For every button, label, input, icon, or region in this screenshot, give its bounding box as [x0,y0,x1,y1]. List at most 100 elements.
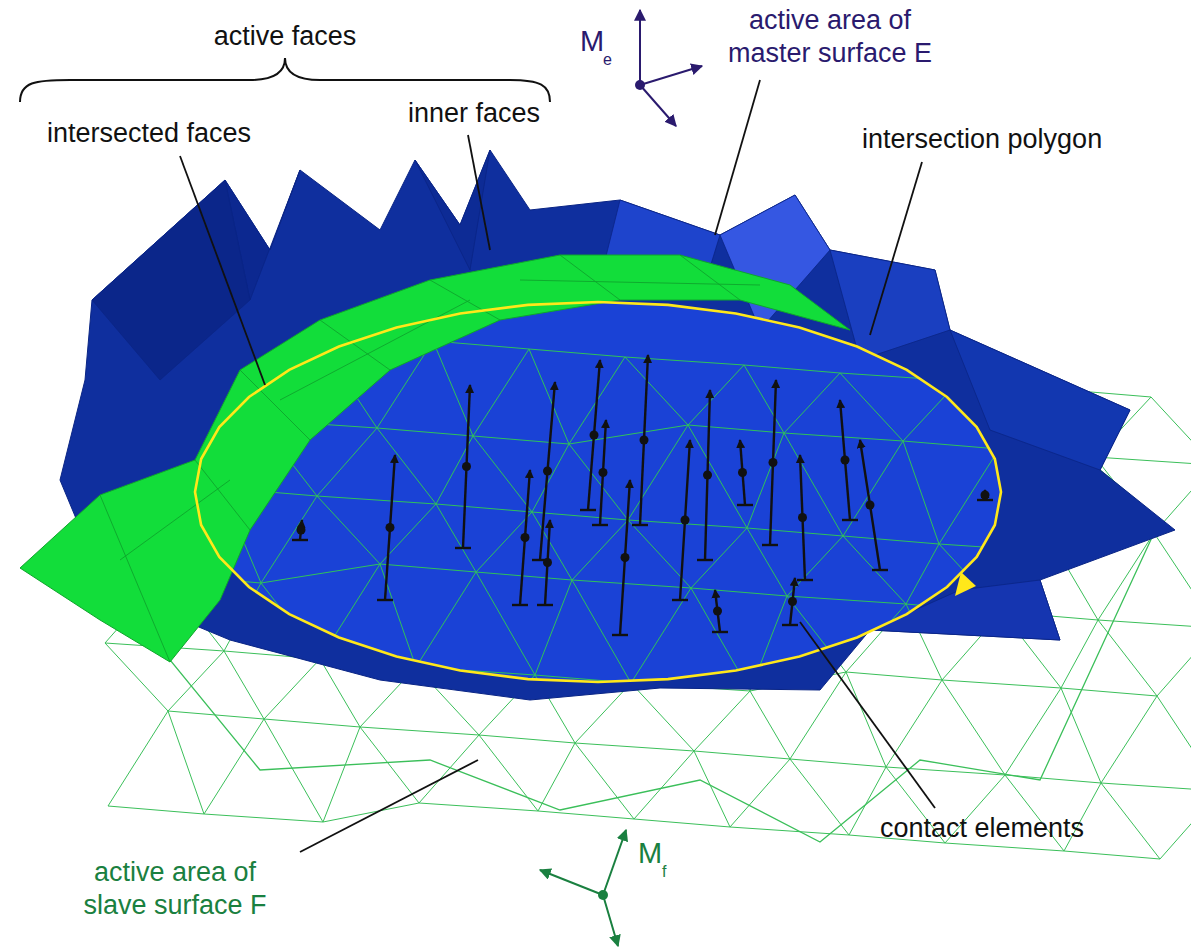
slave-edge-inner [261,583,320,659]
contact-base [292,539,308,541]
slave-edge-inner [1157,696,1191,791]
slave-edge-inner [750,596,787,691]
contact-base [737,504,753,506]
slave-edge [1157,696,1191,791]
slave-edge-inner [360,727,479,735]
slave-edge-inner [1157,628,1191,696]
slave-edge-inner [730,759,790,827]
slave-edge-inner [416,667,479,735]
slave-edge-inner [999,449,1095,457]
slave-edge-inner [264,719,360,727]
slave-edge-inner [840,373,959,381]
contact-element [292,520,308,540]
slave-edge-inner [224,651,320,659]
frame-name: M [638,836,662,871]
slave-edge-inner [843,536,939,544]
slave-edge [224,651,264,719]
slave-edge-inner [416,572,476,667]
slave-edge-inner [261,564,380,583]
slave-edge [730,827,849,835]
slave-edge-inner [1055,389,1151,397]
slave-edge-inner [99,317,218,325]
slave-edge-inner [631,683,750,691]
slave-edge [1061,688,1157,696]
contact-base [632,524,648,526]
slave-edge-inner [1154,465,1191,533]
slave-edge-inner [625,357,744,365]
contact-base [762,544,778,546]
slave-edge-inner [168,711,204,814]
surface-label: active area of master surface E [718,4,943,70]
slave-edge-inner [744,365,784,433]
slave-edge-inner [529,349,625,357]
contact-point [738,468,747,477]
slave-edge [1101,783,1160,859]
slave-edge-inner [843,536,906,604]
contact-element [532,382,555,560]
slave-edge-inner [575,743,694,751]
part-label: contact elements [880,812,1084,845]
slave-edge-inner [747,433,784,528]
slave-edge-inner [691,528,747,588]
slave-edge-inner [846,672,942,680]
slave-edge-inner [419,735,479,803]
slave-edge [886,767,1005,775]
contact-element [712,590,728,632]
contact-point [713,607,722,616]
slave-edge-inner [1101,783,1191,791]
slave-edge-inner [945,843,1064,851]
slave-edge-inner [631,588,691,683]
slave-edge [479,735,575,743]
slave-edge [1061,620,1098,688]
slave-edge [1101,696,1157,783]
contact-elements [292,355,993,635]
contact-arrow [520,470,530,605]
slave-edge-inner [323,803,419,822]
slave-edge-inner [1151,397,1191,465]
contact-arrow [463,385,470,548]
slave-active-faces [20,255,850,662]
slave-edge-inner [320,659,416,667]
slave-edge-inner [168,711,264,719]
frame-origin [598,890,608,900]
slave-edge [264,659,320,719]
slave-edge-inner [744,365,840,373]
frame-axis [640,66,702,85]
slave-edge [942,680,1061,688]
contact-element [860,440,888,570]
contact-arrow [385,455,395,600]
slave-edge-inner [377,428,473,436]
slave-edge-inner [1160,791,1191,859]
slave-edge [1064,851,1160,859]
contact-point [798,513,807,522]
slave-edge-inner [1095,397,1151,457]
contact-base [842,519,858,521]
slave-edge-inner [323,727,360,822]
slave-edge-inner [535,675,575,743]
slave-edge [479,735,538,811]
slave-edge-inner [784,373,840,433]
contact-point [521,533,530,542]
slave-edge-inner [942,680,1061,688]
contact-element [672,440,690,600]
slave-edge-inner [224,583,261,651]
contact-base [580,509,596,511]
slave-edge [1095,457,1191,465]
slave-edge-inner [320,564,380,659]
slave-edge [264,719,360,727]
slave-edge-inner [575,743,634,819]
slave-edge-inner [1101,696,1157,783]
slave-edge-inner [108,806,204,814]
contact-point [462,462,471,471]
slave-edge [108,711,168,806]
strip-edge [560,255,620,300]
slave-edge-inner [959,381,1055,389]
slave-edge [204,814,323,822]
frame-axis [603,895,618,946]
slave-edge-inner [939,449,999,544]
slave-edge [1098,620,1191,628]
slave-edge-inner [625,357,688,425]
slave-edge-inner [535,580,572,675]
contact-point [981,491,990,500]
slave-edge [538,811,634,819]
